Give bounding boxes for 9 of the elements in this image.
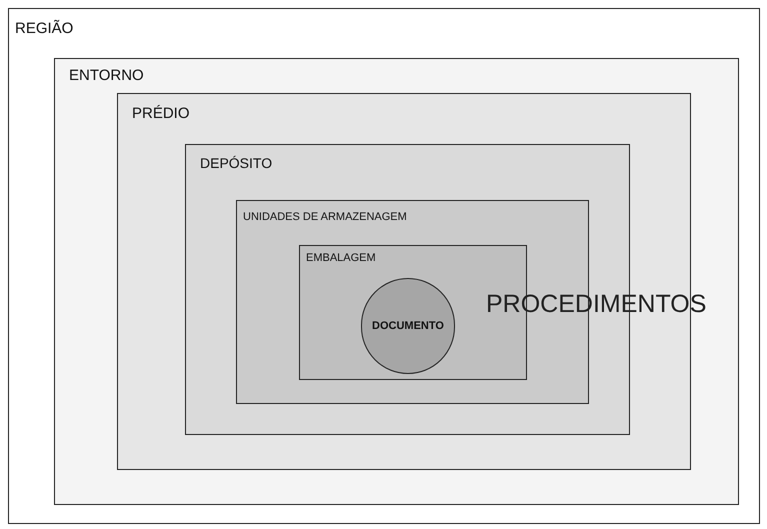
box-heading: DOCUMENTO [372,320,444,332]
box-heading: DEPÓSITO [200,156,272,170]
region-box [8,8,760,524]
box-heading: PRÉDIO [132,106,190,121]
box-heading: UNIDADES DE ARMAZENAGEM [243,212,407,223]
box-heading: EMBALAGEM [306,253,376,264]
region-box [54,58,739,505]
box-heading: ENTORNO [69,68,144,83]
box-heading: REGIÃO [15,21,74,36]
